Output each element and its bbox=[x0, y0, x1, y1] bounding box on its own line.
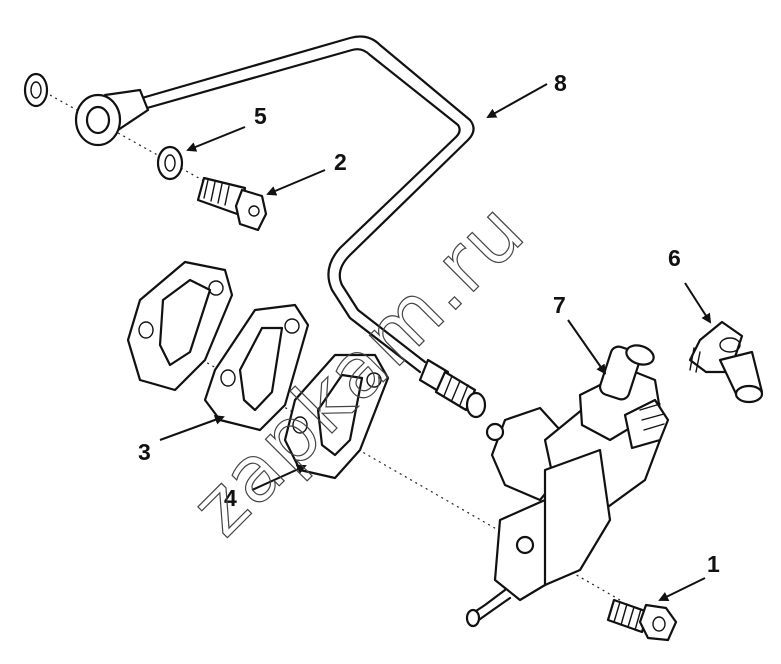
callout-6: 6 bbox=[668, 245, 681, 271]
fuel-tube bbox=[133, 35, 475, 374]
tube-nut bbox=[418, 358, 487, 419]
callout-7: 7 bbox=[553, 292, 566, 318]
callout-arrows bbox=[159, 83, 712, 601]
gasket-middle bbox=[203, 303, 310, 432]
gasket-outer bbox=[126, 260, 234, 392]
fuel-transfer-pump bbox=[465, 344, 670, 628]
sealing-washer-left bbox=[23, 72, 49, 108]
banjo-fitting bbox=[74, 88, 150, 147]
callout-3: 3 bbox=[138, 439, 151, 465]
callout-4: 4 bbox=[224, 485, 237, 511]
elbow-fitting bbox=[688, 320, 764, 404]
sealing-washer bbox=[156, 145, 184, 181]
callout-5: 5 bbox=[254, 103, 267, 129]
capscrew bbox=[606, 598, 678, 642]
gasket-front bbox=[283, 353, 390, 480]
callout-1: 1 bbox=[707, 551, 720, 577]
callout-8: 8 bbox=[554, 70, 567, 96]
banjo-bolt bbox=[196, 176, 268, 232]
callout-2: 2 bbox=[334, 149, 347, 175]
